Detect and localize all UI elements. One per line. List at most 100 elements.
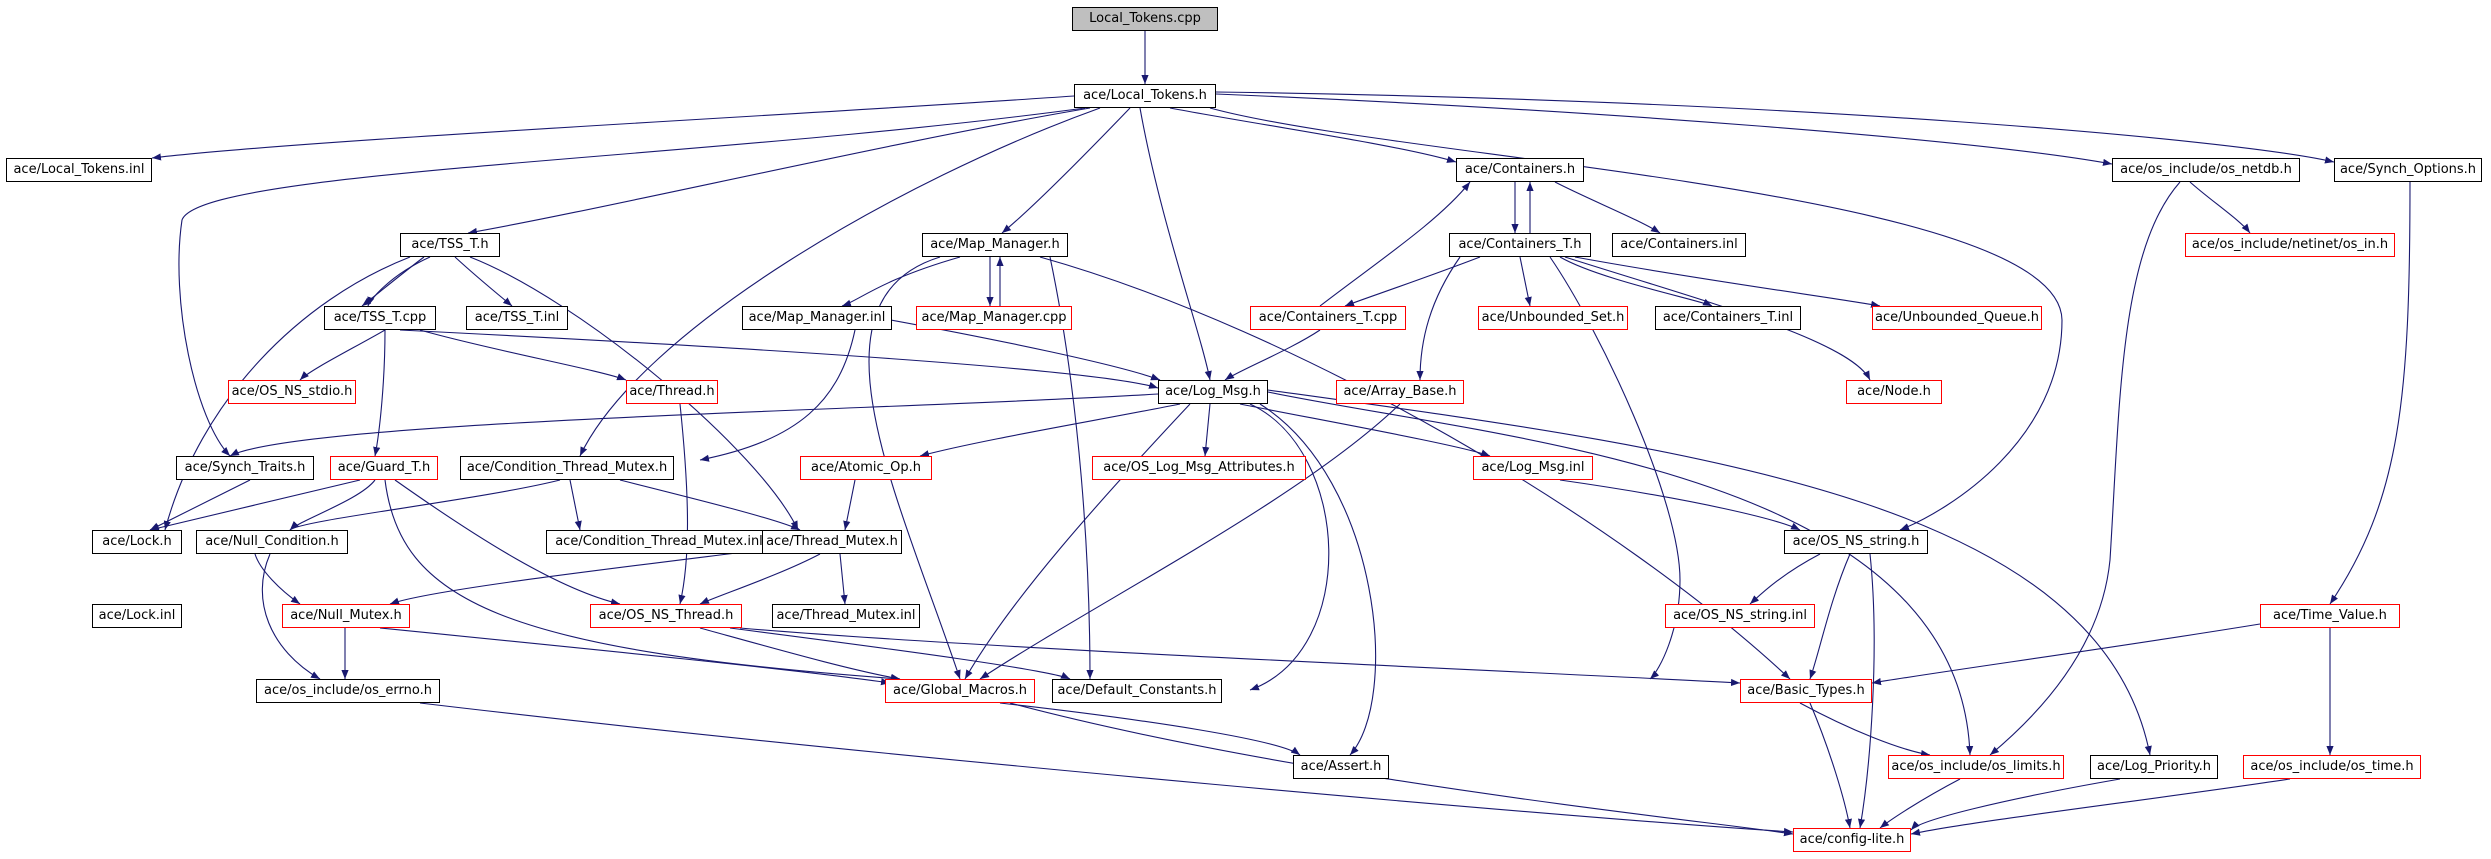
dependency-edge: [1749, 553, 1821, 605]
node-tss-t-h[interactable]: ace/TSS_T.h: [400, 233, 500, 257]
dependency-edge: [1267, 389, 2152, 756]
dependency-edge: [1559, 256, 1713, 307]
node-log-msg-attributes-h[interactable]: ace/OS_Log_Msg_Attributes.h: [1092, 456, 1306, 480]
node-synch-traits-h[interactable]: ace/Synch_Traits.h: [176, 456, 314, 480]
node-os-ns-stdio-h[interactable]: ace/OS_NS_stdio.h: [228, 380, 356, 404]
dependency-edges: [149, 31, 2411, 837]
node-os-limits-h[interactable]: ace/os_include/os_limits.h: [1888, 755, 2064, 779]
node-lock-h[interactable]: ace/Lock.h: [92, 530, 182, 554]
dependency-edge: [1259, 403, 1377, 756]
dependency-edge: [1879, 778, 1961, 829]
dependency-edge: [1224, 329, 1321, 381]
node-netinet-in-h[interactable]: ace/os_include/netinet/os_in.h: [2185, 233, 2395, 257]
dependency-edge: [1319, 181, 1471, 307]
dependency-edge: [979, 403, 1401, 680]
dependency-edge: [1267, 391, 1974, 756]
dependency-edge: [964, 403, 1191, 680]
node-map-manager-h[interactable]: ace/Map_Manager.h: [922, 233, 1068, 257]
dependency-edge: [678, 403, 689, 605]
dependency-edge: [1574, 256, 1881, 308]
node-synch-options-h[interactable]: ace/Synch_Options.h: [2334, 158, 2482, 182]
node-node-h[interactable]: ace/Node.h: [1846, 380, 1942, 404]
node-containers-h[interactable]: ace/Containers.h: [1456, 158, 1584, 182]
node-tss-t-inl[interactable]: ace/TSS_T.inl: [466, 306, 568, 330]
node-map-manager-inl[interactable]: ace/Map_Manager.inl: [742, 306, 892, 330]
dependency-edge: [261, 553, 321, 680]
dependency-edge: [2189, 181, 2251, 234]
dependency-edge: [1559, 479, 1801, 531]
dependency-edge: [1215, 93, 2113, 166]
dependency-edge: [1009, 702, 1794, 837]
node-containers-inl[interactable]: ace/Containers.inl: [1612, 233, 1746, 257]
dependency-edge: [843, 479, 856, 531]
dependency-edge: [1519, 256, 1532, 307]
dependency-edge: [151, 95, 1075, 161]
dependency-edge: [841, 256, 961, 307]
node-unbounded-queue-h[interactable]: ace/Unbounded_Queue.h: [1872, 306, 2042, 330]
node-default-constants-h[interactable]: ace/Default_Constants.h: [1052, 679, 1222, 703]
dependency-edge: [619, 479, 801, 531]
node-containers-t-h[interactable]: ace/Containers_T.h: [1449, 233, 1591, 257]
dependency-edge: [1215, 91, 2335, 164]
node-os-netdb-h[interactable]: ace/os_include/os_netdb.h: [2112, 158, 2300, 182]
node-containers-t-inl[interactable]: ace/Containers_T.inl: [1655, 306, 1801, 330]
node-local-tokens-cpp: Local_Tokens.cpp: [1072, 7, 1218, 31]
node-thread-mutex-h[interactable]: ace/Thread_Mutex.h: [762, 530, 902, 554]
dependency-edge: [1554, 181, 1661, 234]
dependency-edge: [1809, 553, 1851, 680]
node-null-mutex-h[interactable]: ace/Null_Mutex.h: [282, 604, 410, 628]
node-assert-h[interactable]: ace/Assert.h: [1293, 755, 1389, 779]
node-config-lite-h[interactable]: ace/config-lite.h: [1793, 828, 1911, 852]
node-map-manager-cpp[interactable]: ace/Map_Manager.cpp: [916, 306, 1072, 330]
dependency-edge: [467, 107, 1091, 236]
node-os-errno-h[interactable]: ace/os_include/os_errno.h: [256, 679, 440, 703]
dependency-edge: [149, 479, 361, 532]
dependency-edge: [1209, 107, 2063, 531]
node-os-ns-string-h[interactable]: ace/OS_NS_string.h: [1784, 530, 1928, 554]
node-time-value-h[interactable]: ace/Time_Value.h: [2260, 604, 2400, 628]
dependency-edge: [919, 403, 1181, 458]
node-log-msg-inl[interactable]: ace/Log_Msg.inl: [1473, 456, 1593, 480]
dependency-edge: [373, 329, 386, 457]
node-thread-h[interactable]: ace/Thread.h: [626, 380, 718, 404]
node-condition-thread-mutex-h[interactable]: ace/Condition_Thread_Mutex.h: [460, 456, 674, 480]
node-log-msg-h[interactable]: ace/Log_Msg.h: [1158, 380, 1268, 404]
node-os-ns-thread-h[interactable]: ace/OS_NS_Thread.h: [590, 604, 742, 628]
dependency-edge: [699, 553, 821, 605]
dependency-edge: [1202, 403, 1211, 457]
dependency-edge: [379, 627, 891, 686]
node-tss-t-cpp[interactable]: ace/TSS_T.cpp: [324, 306, 436, 330]
node-lock-inl[interactable]: ace/Lock.inl: [92, 604, 182, 628]
node-local-tokens-h[interactable]: ace/Local_Tokens.h: [1074, 84, 1216, 108]
node-thread-mutex-inl[interactable]: ace/Thread_Mutex.inl: [772, 604, 920, 628]
node-atomic-op-h[interactable]: ace/Atomic_Op.h: [800, 456, 932, 480]
dependency-edge: [289, 479, 376, 531]
node-null-condition-h[interactable]: ace/Null_Condition.h: [196, 530, 348, 554]
dependency-edge: [739, 627, 1741, 687]
dependency-edge: [384, 479, 901, 682]
node-array-base-h[interactable]: ace/Array_Base.h: [1336, 380, 1464, 404]
dependency-edge: [367, 256, 431, 307]
node-log-priority-h[interactable]: ace/Log_Priority.h: [2090, 755, 2218, 779]
node-containers-t-cpp[interactable]: ace/Containers_T.cpp: [1250, 306, 1406, 330]
node-global-macros-h[interactable]: ace/Global_Macros.h: [885, 679, 1035, 703]
node-local-tokens-inl[interactable]: ace/Local_Tokens.inl: [6, 158, 152, 182]
dependency-edge: [454, 256, 513, 307]
dependency-edge: [1169, 107, 1457, 163]
dependency-edge: [289, 479, 561, 531]
node-guard-t-h[interactable]: ace/Guard_T.h: [330, 456, 438, 480]
dependency-edge: [1910, 778, 2291, 836]
node-os-time-h[interactable]: ace/os_include/os_time.h: [2243, 755, 2421, 779]
dependency-edge: [229, 393, 1159, 457]
dependency-edge: [1809, 702, 1852, 829]
dependency-edge: [699, 627, 901, 681]
dependency-edge: [389, 549, 761, 605]
dependency-edge: [729, 627, 1071, 680]
dependency-edge: [394, 479, 621, 606]
node-unbounded-set-h[interactable]: ace/Unbounded_Set.h: [1478, 306, 1628, 330]
dependency-edge: [178, 107, 1086, 457]
node-os-ns-string-inl[interactable]: ace/OS_NS_string.inl: [1665, 604, 1815, 628]
node-basic-types-h[interactable]: ace/Basic_Types.h: [1740, 679, 1872, 703]
node-condition-thread-mutex-inl[interactable]: ace/Condition_Thread_Mutex.inl: [546, 530, 772, 554]
